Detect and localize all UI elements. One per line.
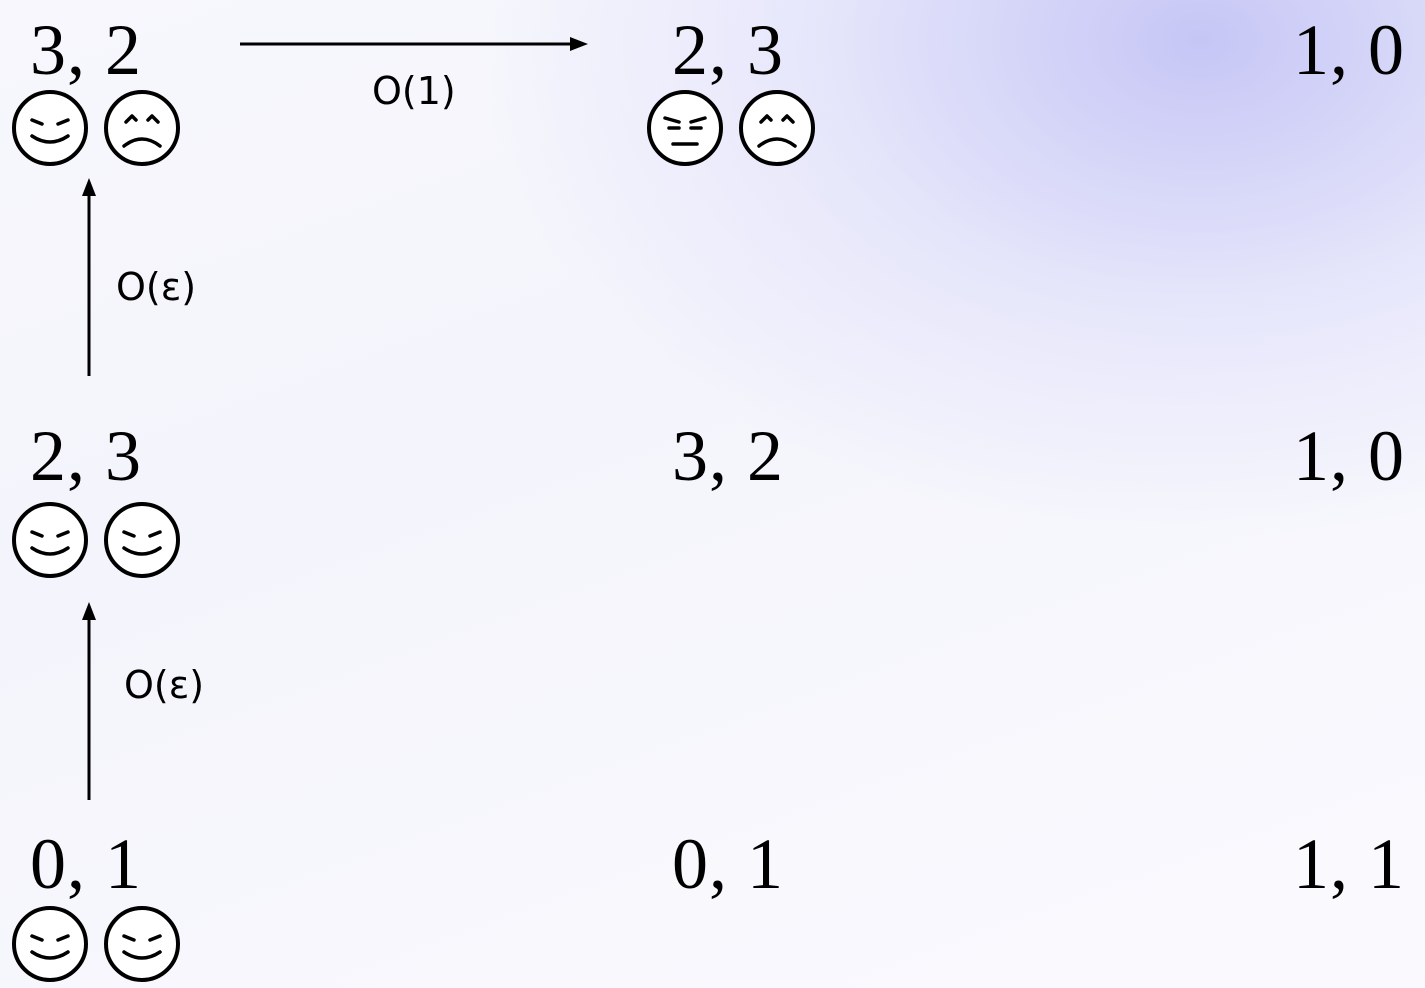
- smirk-happy-face-icon: [104, 502, 180, 578]
- smirk-happy-face-icon: [12, 906, 88, 982]
- smirk-happy-face-icon: [12, 90, 88, 166]
- payoff-r2-c2: 1, 1: [1293, 824, 1405, 904]
- transition-label-top: O(1): [372, 69, 456, 113]
- arrow-up-bottom-to-mid: [82, 602, 96, 800]
- payoff-r0-c0: 3, 2: [30, 10, 142, 90]
- frown-sad-face-icon: [739, 90, 815, 166]
- payoff-r2-c0: 0, 1: [30, 824, 142, 904]
- payoff-r2-c1: 0, 1: [672, 824, 784, 904]
- payoff-r1-c1: 3, 2: [672, 416, 784, 496]
- payoff-r1-c0: 2, 3: [30, 416, 142, 496]
- transition-label-mid: O(ε): [116, 265, 197, 309]
- smirk-happy-face-icon: [104, 906, 180, 982]
- annoyed-face-icon: [647, 90, 723, 166]
- frown-sad-face-icon: [104, 90, 180, 166]
- payoff-r0-c2: 1, 0: [1293, 10, 1405, 90]
- payoff-r0-c1: 2, 3: [672, 10, 784, 90]
- transition-label-bottom: O(ε): [124, 663, 205, 707]
- arrow-right-top: [240, 37, 588, 51]
- smirk-happy-face-icon: [12, 502, 88, 578]
- arrow-up-mid-to-top: [82, 178, 96, 376]
- payoff-r1-c2: 1, 0: [1293, 416, 1405, 496]
